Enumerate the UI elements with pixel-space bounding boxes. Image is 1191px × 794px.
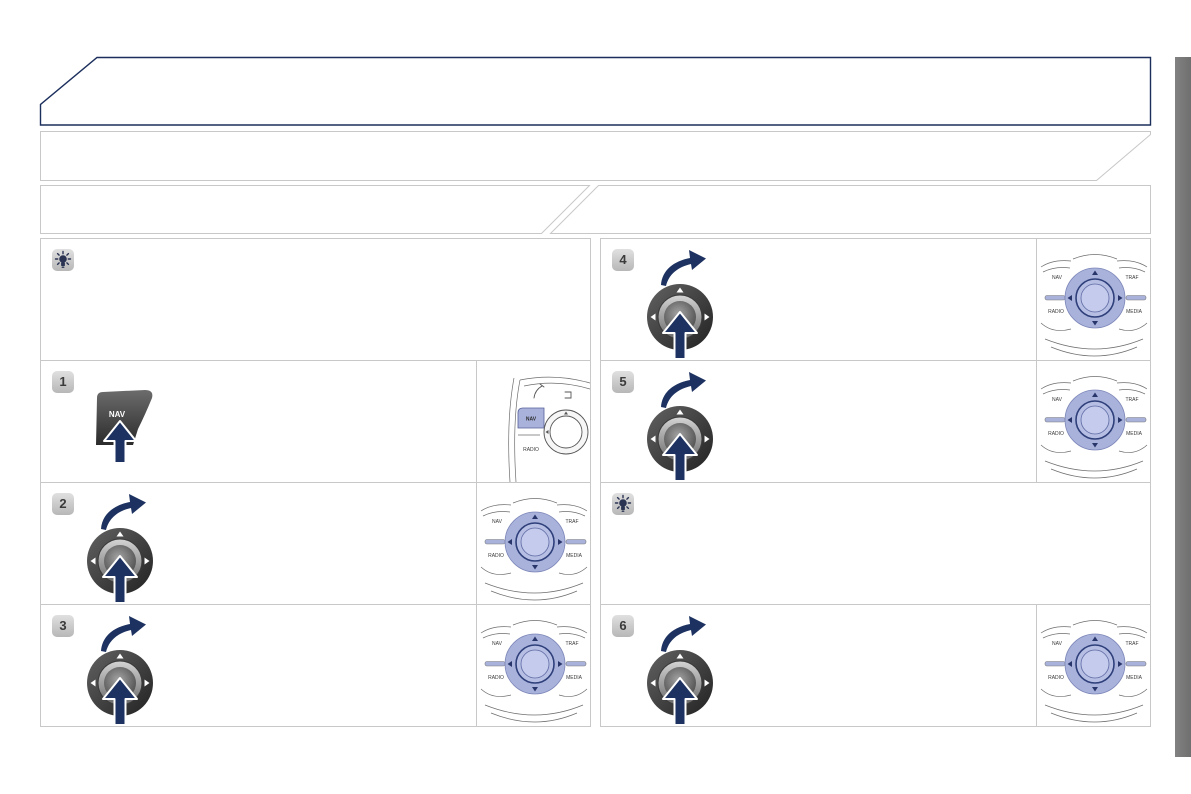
step-number-badge: 4 — [612, 249, 634, 271]
radio-label: RADIO — [523, 447, 539, 453]
radio-label: RADIO — [1048, 675, 1064, 681]
lightbulb-icon — [612, 493, 634, 515]
nav-label: NAV — [492, 519, 503, 525]
step-number-badge: 3 — [52, 615, 74, 637]
media-label: MEDIA — [1126, 309, 1143, 315]
dashboard-contour-lines — [508, 376, 590, 482]
title-frame — [39, 56, 1152, 126]
section-header-right — [549, 185, 1151, 234]
page-header-frames — [39, 56, 1152, 234]
section-header-left — [40, 185, 591, 234]
rotary-knob-turn-press-icon — [86, 615, 154, 726]
control-knob-panel-icon: NAV TRAF RADIO MEDIA — [1040, 253, 1148, 357]
step-6-cell: 6 NAV TRAF RADIO MEDIA — [601, 604, 1150, 726]
lightbulb-icon — [52, 249, 74, 271]
step-number-badge: 2 — [52, 493, 74, 515]
illustration-panel: NAV TRAF RADIO MEDIA — [1036, 239, 1150, 360]
left-arrow-icon — [545, 430, 549, 434]
media-label: MEDIA — [1126, 431, 1143, 437]
chapter-side-tab — [1175, 57, 1191, 757]
dashboard-nav-button-icon: NAV RADIO — [508, 376, 590, 482]
control-knob-panel-icon: NAV TRAF RADIO MEDIA — [480, 619, 588, 723]
step-2-cell: 2 NAV TRAF RADIO MEDIA — [41, 482, 590, 604]
media-label: MEDIA — [566, 675, 583, 681]
control-knob-panel-icon: NAV TRAF RADIO MEDIA — [1040, 619, 1148, 723]
step-number-badge: 5 — [612, 371, 634, 393]
left-steps-column: 1 NAV NAV — [40, 238, 591, 727]
rotary-knob-turn-press-icon — [646, 371, 714, 482]
rotary-knob-turn-press-icon — [646, 249, 714, 360]
step-5-cell: 5 NAV TRAF RADIO MEDIA — [601, 360, 1150, 482]
nav-label: NAV — [1052, 397, 1063, 403]
push-arrow-icon — [103, 420, 137, 464]
rotary-knob-turn-press-icon — [646, 615, 714, 726]
back-icon — [564, 391, 572, 399]
tip-cell — [41, 239, 590, 360]
illustration-panel: NAV TRAF RADIO MEDIA — [1036, 605, 1150, 726]
nav-button-press-icon: NAV — [96, 390, 153, 464]
nav-label: NAV — [1052, 275, 1063, 281]
control-dial-center — [549, 415, 583, 449]
rotary-knob-turn-press-icon — [86, 493, 154, 604]
nav-button-key — [96, 390, 153, 445]
traf-label: TRAF — [1125, 641, 1138, 647]
step-number-badge: 6 — [612, 615, 634, 637]
media-label: MEDIA — [566, 553, 583, 559]
phone-icon — [533, 383, 545, 399]
illustration-panel: NAV TRAF RADIO MEDIA — [476, 605, 590, 726]
radio-label: RADIO — [488, 675, 504, 681]
nav-button — [517, 407, 545, 429]
illustration-panel: NAV TRAF RADIO MEDIA — [1036, 361, 1150, 482]
step-3-cell: 3 NAV TRAF RADIO MEDIA — [41, 604, 590, 726]
subtitle-bar — [40, 131, 1151, 181]
radio-label: RADIO — [1048, 309, 1064, 315]
traf-label: TRAF — [565, 641, 578, 647]
control-knob-panel-icon: NAV TRAF RADIO MEDIA — [1040, 375, 1148, 479]
traf-label: TRAF — [565, 519, 578, 525]
traf-label: TRAF — [1125, 397, 1138, 403]
nav-label: NAV — [1052, 641, 1063, 647]
nav-label: NAV — [526, 417, 537, 423]
nav-button-label: NAV — [109, 410, 126, 419]
up-arrow-icon — [564, 411, 568, 415]
nav-label: NAV — [492, 641, 503, 647]
illustration-panel: NAV RADIO — [476, 361, 590, 482]
control-knob-panel-icon: NAV TRAF RADIO MEDIA — [480, 497, 588, 601]
illustration-panel: NAV TRAF RADIO MEDIA — [476, 483, 590, 604]
radio-label: RADIO — [488, 553, 504, 559]
step-number-badge: 1 — [52, 371, 74, 393]
tip-cell — [601, 482, 1150, 604]
step-4-cell: 4 NAV TRAF RADIO MEDIA — [601, 239, 1150, 360]
traf-label: TRAF — [1125, 275, 1138, 281]
right-steps-column: 4 NAV TRAF RADIO MEDIA 5 — [600, 238, 1151, 727]
media-label: MEDIA — [1126, 675, 1143, 681]
step-1-cell: 1 NAV NAV — [41, 360, 590, 482]
radio-label: RADIO — [1048, 431, 1064, 437]
